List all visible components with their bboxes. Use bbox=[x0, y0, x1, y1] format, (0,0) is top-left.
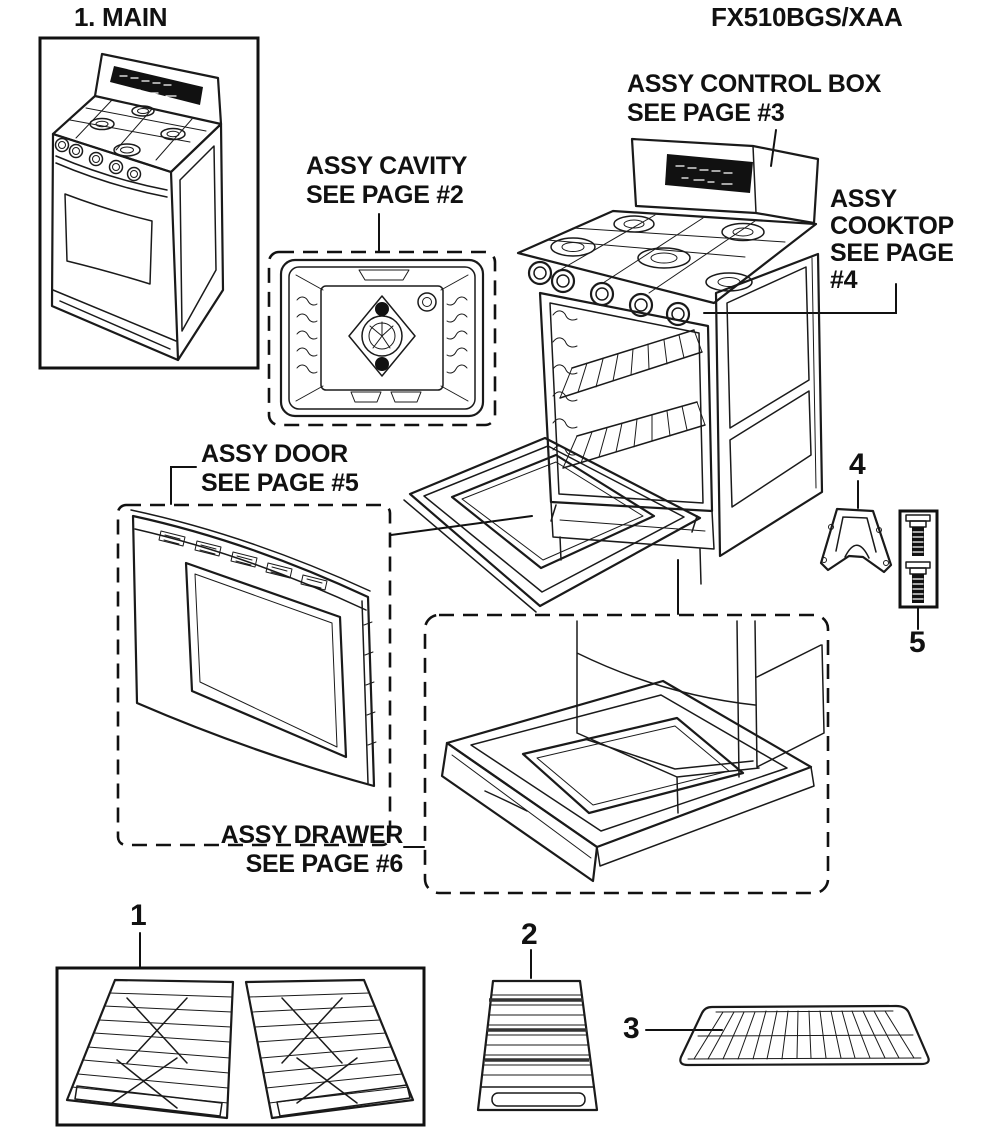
drawer-frame bbox=[423, 613, 830, 895]
callout-cavity-line2: SEE PAGE #2 bbox=[306, 181, 464, 209]
callout-control-box-line1: ASSY CONTROL BOX bbox=[627, 70, 882, 98]
callout-cooktop-line2: COOKTOP bbox=[830, 212, 954, 240]
part-number-3: 3 bbox=[623, 1012, 640, 1045]
grates-frame bbox=[55, 966, 426, 1127]
callout-control-box: ASSY CONTROL BOX SEE PAGE #3 bbox=[627, 70, 881, 128]
callout-door-line1: ASSY DOOR bbox=[201, 440, 348, 468]
bolts-drawing bbox=[905, 514, 931, 603]
callout-cooktop-line1: ASSY bbox=[830, 185, 897, 213]
door-frame bbox=[116, 503, 392, 847]
callout-cooktop: ASSY COOKTOP SEE PAGE #4 bbox=[830, 186, 954, 294]
anti-tip-bracket-drawing bbox=[819, 507, 893, 574]
griddle-drawing bbox=[476, 979, 599, 1112]
callout-cavity-line1: ASSY CAVITY bbox=[306, 152, 468, 180]
main-range-drawing bbox=[50, 52, 225, 362]
part-number-4: 4 bbox=[849, 448, 866, 481]
callout-drawer-line2: SEE PAGE #6 bbox=[245, 850, 404, 878]
callout-control-box-line2: SEE PAGE #3 bbox=[627, 99, 785, 127]
callout-drawer: ASSY DRAWER SEE PAGE #6 bbox=[215, 821, 404, 879]
range-open-drawing bbox=[403, 137, 824, 613]
oven-rack-drawing bbox=[679, 1004, 930, 1067]
callout-door: ASSY DOOR SEE PAGE #5 bbox=[201, 440, 359, 498]
grates-drawing bbox=[65, 978, 415, 1120]
bolts-frame bbox=[898, 509, 939, 609]
part-number-1: 1 bbox=[130, 899, 147, 932]
part-number-2: 2 bbox=[521, 918, 538, 951]
cavity-frame bbox=[267, 250, 497, 427]
callout-door-line2: SEE PAGE #5 bbox=[201, 469, 359, 497]
page-title: 1. MAIN bbox=[74, 2, 168, 32]
drawer-drawing bbox=[440, 620, 825, 883]
part-number-5: 5 bbox=[909, 626, 926, 659]
door-drawing bbox=[130, 509, 377, 788]
cavity-drawing bbox=[279, 258, 485, 418]
callout-drawer-line1: ASSY DRAWER bbox=[220, 821, 404, 849]
callout-cooktop-line4: #4 bbox=[830, 266, 858, 294]
main-unit-frame bbox=[38, 36, 260, 370]
leader-lines bbox=[139, 129, 919, 1031]
model-number: FX510BGS/XAA bbox=[711, 2, 903, 32]
callout-cooktop-line3: SEE PAGE bbox=[830, 239, 954, 267]
callout-cavity: ASSY CAVITY SEE PAGE #2 bbox=[306, 152, 467, 210]
